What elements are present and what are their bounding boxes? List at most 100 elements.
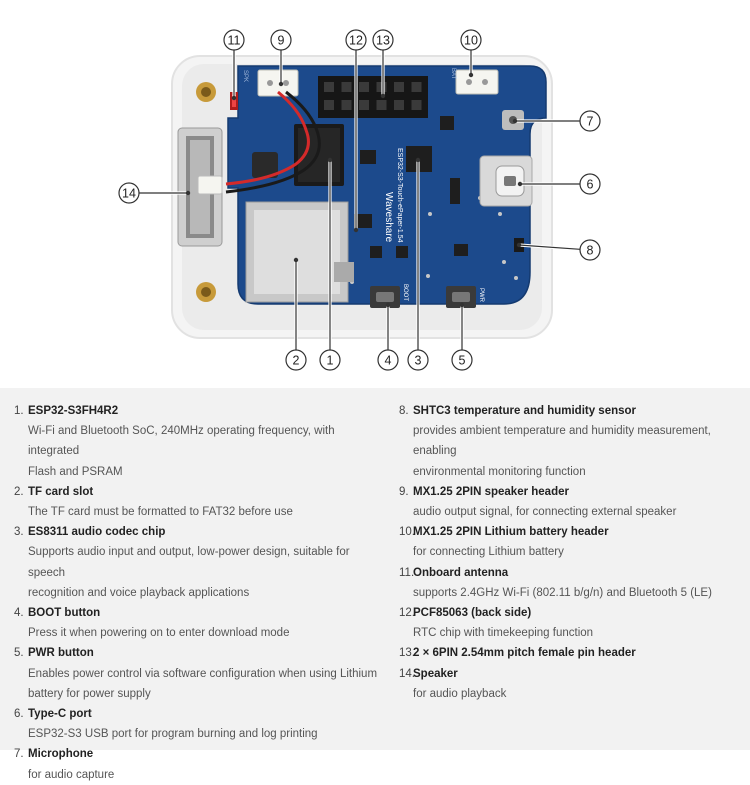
callout-dot-9 [278,81,284,87]
legend-item-number: 1. [14,405,24,417]
callout-line-8 [518,244,581,250]
ic-small-6 [440,116,454,130]
pin-socket [376,100,387,110]
legend-item-title: BOOT button [28,607,101,620]
callout-dot-5 [459,302,465,308]
rtc-chip [354,214,372,228]
pin-socket [411,82,422,92]
onboard-antenna [230,92,238,110]
pin-header-body [318,76,428,118]
pwr-button-part [446,286,476,308]
callout-circle-1 [319,349,341,371]
speaker-wire-black [225,90,321,194]
legend-item-heading: 2.TF card slot [14,482,384,502]
callout-circle-2 [285,349,307,371]
silk-model: ESP32-S3-Touch-ePaper-1.54 [396,148,403,243]
legend-item-title: SHTC3 temperature and humidity sensor [413,405,637,417]
callout-circle-7 [579,110,601,132]
ic-small-5 [396,246,408,258]
callout-circle-12 [345,29,367,51]
callout-number-10: 10 [464,33,478,47]
legend-item: 7.Microphone for audio capture [14,744,384,784]
callout-circle-3 [407,349,429,371]
speaker-header [257,69,299,97]
silk-bat: BAT [450,68,456,80]
legend-item-number: 10. [399,526,415,539]
callout-dot-7 [512,118,518,124]
legend-item-heading: 1. ESP32-S3FH4R2 [14,401,384,421]
callout-circle-14 [118,182,140,204]
callout-circle-6 [579,173,601,195]
legend-item-description: for audio capture [28,768,115,781]
product-infographic: Waveshare ESP32-S3-Touch-ePaper-1.54 SPK… [0,29,750,781]
legend-item-heading: 13.2 × 6PIN 2.54mm pitch female pin head… [399,643,750,663]
legend-item-heading: 8.SHTC3 temperature and humidity sensor [399,401,750,421]
callout-number-14: 14 [122,186,136,200]
legend-item-description: Wi-Fi and Bluetooth SoC, 240MHz operatin… [28,425,335,458]
pin-header-2x6 [318,76,428,118]
callout-number-6: 6 [587,177,594,191]
legend-item-description: battery for power supply [28,687,151,700]
legend-item-title: Speaker [413,667,458,680]
tf-card-slot [245,201,354,303]
silk-logo: Waveshare [383,192,394,243]
legend-item-title: MX1.25 2PIN speaker header [413,485,569,498]
callout-circle-13 [372,29,394,51]
legend-item-description: RTC chip with timekeeping function [413,627,594,640]
inductor [252,152,278,178]
callout-circle-8 [579,239,601,261]
legend-item-title: PWR button [28,647,94,660]
legend-item-description: Enables power control via software confi… [28,667,378,680]
callout-circle-10 [460,29,482,51]
callout-dot-1 [327,157,333,163]
legend-item-title: PCF85063 (back side) [413,607,532,620]
callout-circle-9 [270,29,292,51]
pin-socket [324,82,334,92]
pin-socket [359,100,369,110]
callout-dot-10 [468,72,474,78]
callout-dot-11 [231,95,237,101]
pin-socket [394,100,404,110]
legend-item-heading: 10.MX1.25 2PIN Lithium battery header [399,522,750,542]
ic-small-3 [454,244,468,256]
legend-item-title: TF card slot [28,485,94,498]
callout-dot-13 [380,93,386,99]
silk-boot: BOOT [402,284,408,301]
legend-item-heading: 14.Speaker [399,664,750,684]
legend-item-title: MX1.25 2PIN Lithium battery header [413,526,609,539]
ic-small-4 [370,246,382,258]
legend-item-number: 12. [399,607,415,620]
legend-item-number: 13. [399,647,415,660]
pin-socket [341,100,352,110]
boot-button-part [370,286,400,308]
callout-dot-4 [385,302,391,308]
speaker-connector [197,175,223,195]
legend-item-heading: 6.Type-C port [14,704,384,724]
legend-item-number: 4. [14,607,24,620]
legend-item-title: 2 × 6PIN 2.54mm pitch female pin header [413,647,636,660]
legend-item-number: 5. [14,647,24,660]
legend-item-number: 3. [14,526,24,539]
legend-item-heading: 7.Microphone [14,744,384,764]
legend-item: 12.PCF85063 (back side) RTC chip with tim… [399,603,750,643]
legend-item-heading: 4. BOOT button [14,603,384,623]
callout-number-13: 13 [376,33,390,47]
callout-number-1: 1 [327,353,334,367]
callout-number-5: 5 [459,353,466,367]
legend-item-title: ESP32-S3FH4R2 [28,405,119,417]
pin-socket [411,100,422,110]
pin-socket [341,82,352,92]
callout-dot-14 [185,190,191,196]
legend-item-description: Flash and PSRAM [28,465,123,478]
legend-item-description: for audio playback [413,687,507,700]
